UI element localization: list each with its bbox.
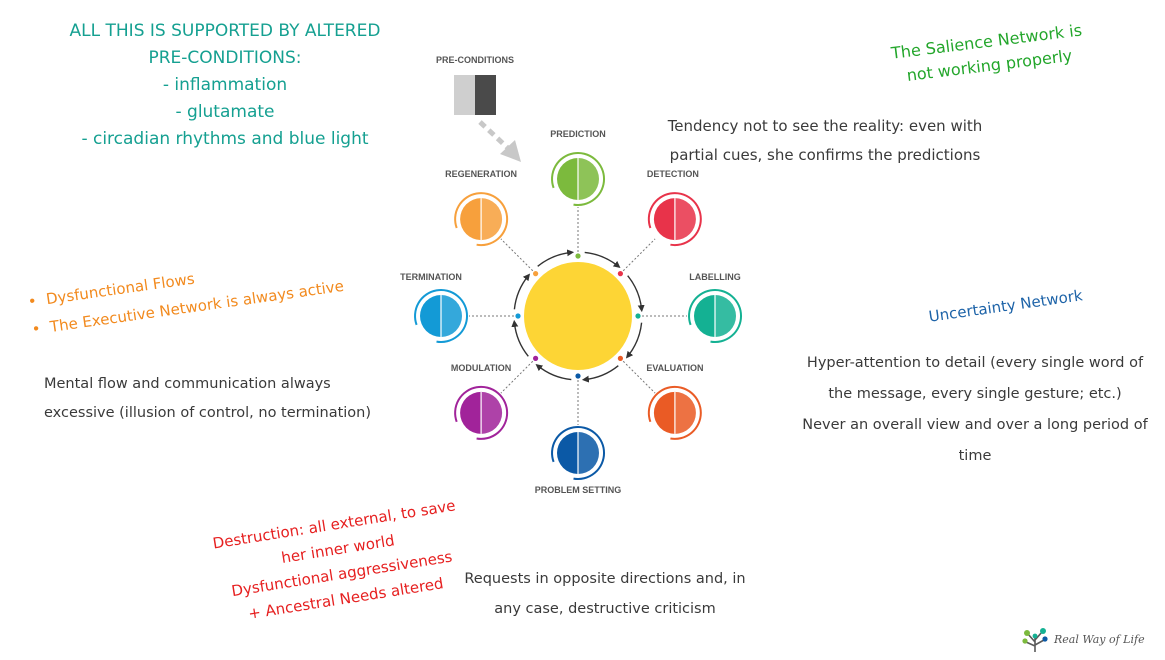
node-ring <box>551 152 606 206</box>
node-label-detection: DETECTION <box>647 169 699 179</box>
node-label-prediction: PREDICTION <box>550 129 606 139</box>
cycle-arrow <box>537 249 575 267</box>
cycle-arrow <box>584 251 621 269</box>
node-disc-highlight <box>481 198 503 241</box>
requests-line-1: Requests in opposite directions and, in <box>464 571 746 587</box>
node-label-modulation: MODULATION <box>451 363 511 373</box>
cycle-arrow <box>625 322 643 359</box>
preconditions-light-bar <box>454 75 475 115</box>
node-disc-highlight <box>674 391 696 434</box>
tendency-note: Tendency not to see the reality: even wi… <box>655 112 995 170</box>
requests-note: Requests in opposite directions and, in … <box>450 564 760 624</box>
cycle-arrow <box>581 365 619 383</box>
connector-dot <box>635 313 641 319</box>
node-label-evaluation: EVALUATION <box>646 363 703 373</box>
connector-dot <box>533 271 539 277</box>
node-disc-highlight <box>481 391 503 434</box>
node-disc-highlight <box>441 295 462 337</box>
node-label-termination: TERMINATION <box>400 272 462 282</box>
mental-flow-line-2: excessive (illusion of control, no termi… <box>44 405 372 421</box>
mental-flow-line-1: Mental flow and communication always <box>44 376 331 392</box>
node-labelling: LABELLING <box>635 272 743 343</box>
tendency-line-2: partial cues, she confirms the predictio… <box>669 146 981 164</box>
preconditions-box: PRE-CONDITIONS <box>436 55 521 162</box>
connector-line <box>620 358 656 394</box>
node-disc-highlight <box>674 198 696 241</box>
uncertainty-line-1: Hyper-attention to detail (every single … <box>806 355 1144 371</box>
node-ring <box>647 385 702 440</box>
node-ring <box>414 289 469 343</box>
node-ring <box>688 289 743 343</box>
uncertainty-note: Hyper-attention to detail (every single … <box>790 348 1160 472</box>
cycle-arrow <box>511 319 529 357</box>
connector-dot <box>617 271 624 277</box>
node-regeneration: REGENERATION <box>445 169 539 277</box>
cycle-arrow <box>627 275 645 313</box>
uncertainty-line-3: Never an overall view and over a long pe… <box>802 417 1148 433</box>
node-termination: TERMINATION <box>400 272 521 343</box>
node-label-problem-setting: PROBLEM SETTING <box>535 485 622 495</box>
connector-line <box>500 358 536 394</box>
node-label-regeneration: REGENERATION <box>445 169 517 179</box>
preconditions-arrowhead <box>500 140 521 162</box>
cycle-arrow <box>513 273 531 310</box>
tendency-line-1: Tendency not to see the reality: even wi… <box>667 117 983 135</box>
preconditions-heading-2: PRE-CONDITIONS: <box>148 48 302 68</box>
node-disc-highlight <box>578 432 599 474</box>
node-ring <box>454 192 509 247</box>
preconditions-dark-bar <box>475 75 496 115</box>
node-problem-setting: PROBLEM SETTING <box>535 373 622 495</box>
node-disc-highlight <box>715 295 736 337</box>
node-ring <box>551 426 606 480</box>
mental-flow-note: Mental flow and communication always exc… <box>44 370 404 428</box>
node-label-labelling: LABELLING <box>689 272 741 282</box>
node-modulation: MODULATION <box>451 355 539 440</box>
connector-line <box>620 238 656 274</box>
central-hub <box>524 262 632 370</box>
preconditions-item: - circadian rhythms and blue light <box>81 129 369 149</box>
connector-line <box>500 238 536 274</box>
tree-logo-icon <box>1022 628 1048 652</box>
node-detection: DETECTION <box>617 169 702 277</box>
preconditions-note: ALL THIS IS SUPPORTED BY ALTERED PRE-CON… <box>60 18 390 153</box>
node-ring <box>647 192 702 247</box>
node-evaluation: EVALUATION <box>617 355 703 440</box>
nodes-layer: PREDICTION DETECTION LABELLING EVALUATION PR… <box>400 129 743 495</box>
logo: Real Way of Life <box>1018 624 1158 654</box>
cycle-arrow <box>535 363 572 381</box>
connector-dot <box>617 355 624 361</box>
preconditions-arrow <box>478 120 512 152</box>
preconditions-item: - inflammation <box>162 75 288 95</box>
connector-dot <box>515 313 521 319</box>
connector-dot <box>575 373 581 379</box>
preconditions-label: PRE-CONDITIONS <box>436 55 514 65</box>
uncertainty-line-2: the message, every single gesture; etc.) <box>828 386 1122 402</box>
preconditions-heading-1: ALL THIS IS SUPPORTED BY ALTERED <box>69 21 381 41</box>
logo-text: Real Way of Life <box>1054 633 1145 646</box>
node-ring <box>454 385 509 440</box>
preconditions-item: - glutamate <box>175 102 275 122</box>
connector-dot <box>533 355 539 361</box>
node-disc-highlight <box>578 158 599 200</box>
requests-line-2: any case, destructive criticism <box>494 601 716 617</box>
uncertainty-line-4: time <box>958 448 992 464</box>
node-prediction: PREDICTION <box>550 129 606 259</box>
connector-dot <box>575 253 581 259</box>
